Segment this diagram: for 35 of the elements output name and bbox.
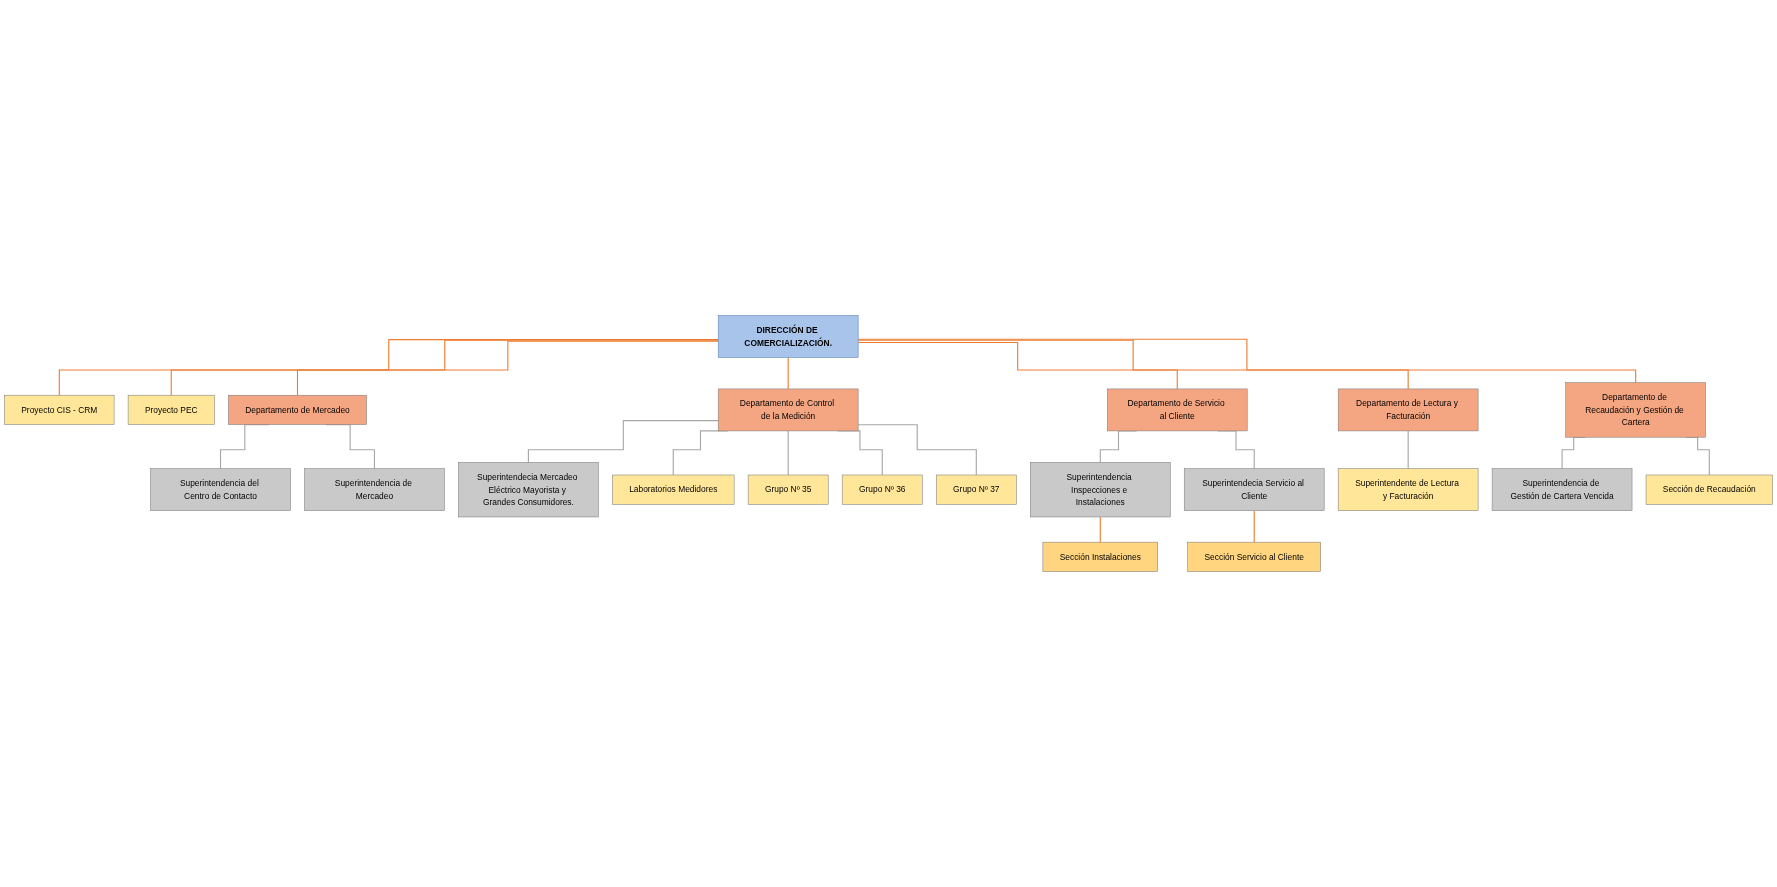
connector [787, 356, 789, 390]
connector [1407, 430, 1409, 470]
node-box: Departamento de Mercadeo [228, 394, 367, 425]
node-box: Superintendecia Servicio al Cliente [1183, 468, 1325, 511]
node-box: Laboratorios Medidores [612, 474, 735, 505]
connector [170, 339, 719, 396]
connector [857, 341, 1178, 390]
connector [857, 424, 977, 476]
node-box: Proyecto PEC [127, 394, 215, 425]
node-box: Superintendecia Mercadeo Eléctrico Mayorista y Grandes Consumidores. [458, 462, 599, 518]
node-box: Departamento de Servicio al Cliente [1107, 388, 1248, 432]
connector [857, 338, 1637, 384]
node-box: Proyecto CIS - CRM [4, 394, 115, 425]
node-box: Superintendencia del Centro de Contacto [150, 468, 291, 511]
node-box: Sección Servicio al Cliente [1187, 541, 1321, 572]
connector [296, 340, 719, 396]
node-box: Superintendente de Lectura y Facturación [1337, 468, 1479, 511]
connector [787, 430, 789, 476]
node-box: DIRECCIÓN DE COMERCIALIZACIÓN. [717, 315, 859, 358]
node-box: Departamento de Recaudación y Gestión de Cartera [1565, 382, 1706, 438]
connector [1099, 516, 1101, 543]
connector [527, 420, 719, 463]
connector [1253, 510, 1255, 543]
node-box: Sección de Recaudación [1645, 474, 1773, 505]
connector [58, 339, 719, 396]
node-box: Grupo Nº 36 [841, 474, 923, 505]
connector [857, 339, 1409, 390]
node-box: Superintendencia de Mercadeo [304, 468, 445, 511]
node-box: Superintendencia de Gestión de Cartera Vencida [1491, 468, 1633, 511]
node-box: Superintendencia Inspecciones e Instalaciones [1030, 462, 1171, 518]
node-box: Departamento de Lectura y Facturación [1337, 388, 1479, 432]
node-box: Departamento de Control de la Medición [717, 388, 859, 432]
node-box: Grupo Nº 37 [936, 474, 1017, 505]
node-box: Sección Instalaciones [1042, 541, 1158, 572]
node-box: Grupo Nº 35 [747, 474, 829, 505]
